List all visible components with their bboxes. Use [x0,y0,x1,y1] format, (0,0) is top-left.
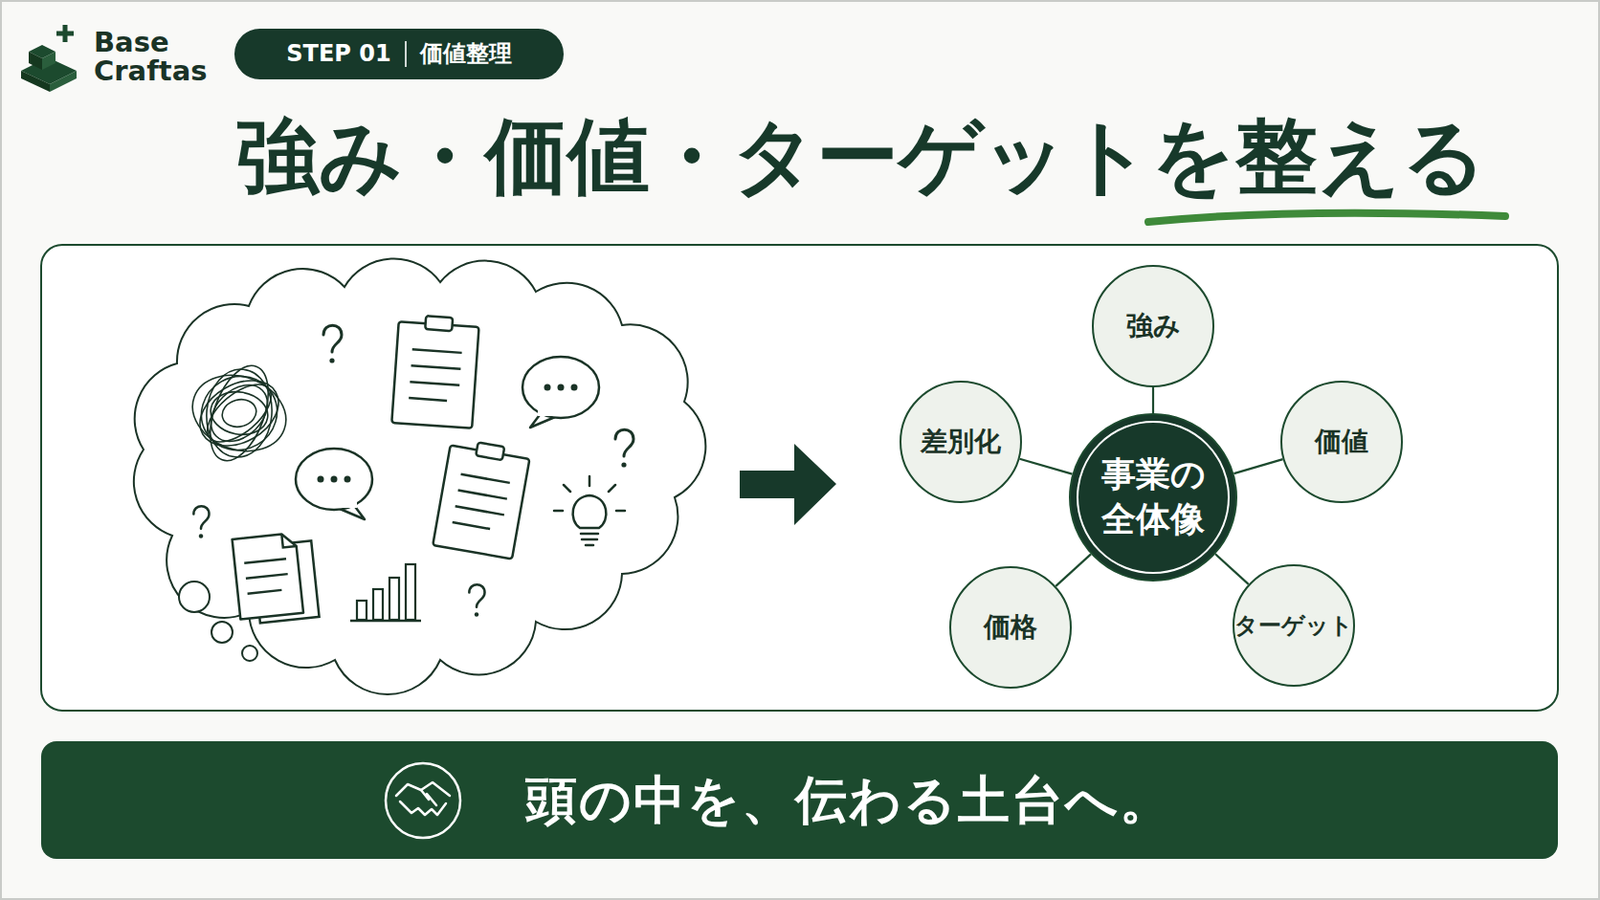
node-label: 価値 [1314,427,1369,458]
lightbulb-icon [554,476,625,546]
circle-shape [900,381,1022,503]
content-panel [41,244,1558,712]
node-label: 差別化 [920,427,1001,458]
scribble-loop [200,374,279,453]
scribble-loop [207,387,272,440]
scribble-loop [187,362,290,465]
step-label: 価値整理 [404,41,512,67]
speech-bubble [522,356,600,428]
circle-shape [1233,565,1355,687]
bulb-glass [573,495,607,529]
question-mark [323,325,342,363]
connector-line [1055,554,1091,587]
logo-text: Base [93,28,170,57]
logo-icon [21,24,77,92]
thought-bubble [242,645,258,662]
question-mark [468,584,485,617]
chart-bar [405,564,416,621]
chart-axis [350,620,422,623]
hub-shape [1069,414,1237,581]
slide-title: 強み・価値・ターゲットを整える [236,114,1487,198]
node-label: 価格 [983,613,1038,644]
chart-bar [389,577,400,621]
tangled-scribble [181,357,297,469]
logo-block-side [21,70,50,92]
circle-shape [1281,381,1402,503]
aspect-circle: 価格 [949,566,1072,689]
node-label: ターゲット [1234,613,1354,639]
step-pill: STEP 01 価値整理 [234,28,564,80]
document-icon [232,531,320,625]
question-mark [615,429,634,467]
logo-cube-side [42,51,56,70]
thought-cloud [133,259,707,695]
aspect-circle: 価値 [1280,380,1403,504]
speech-bubble [295,448,373,520]
hub-circle: 事業の 全体像 [1068,413,1238,582]
node-label: 事業の 全体像 [1090,452,1216,543]
aspect-circle: ターゲット [1232,564,1356,688]
scribble-loop [199,357,280,469]
circle-shape [950,567,1071,689]
bulb-base [580,533,599,546]
chart-bar [373,589,383,621]
document-lines [244,558,289,594]
scribble-loop [198,374,282,453]
logo-block-side [49,70,77,92]
question-mark [193,506,209,538]
logo-cube-side [28,51,43,70]
aspect-circle: 強み [1091,265,1215,388]
connector-line [1019,459,1072,475]
logo-plus [56,24,74,43]
logo-text: Craftas [93,57,207,86]
scribble-loop [181,362,297,465]
thought-bubble [211,622,233,644]
document-fold [281,533,296,548]
connector-line [1152,387,1155,414]
document-page [232,533,304,620]
transform-arrow [739,444,837,526]
scribble-loop [188,367,290,460]
node-label: 強み [1126,311,1181,342]
cloud-outline [133,259,707,695]
step-label: STEP 01 [286,41,391,67]
chart-bar [356,600,367,621]
circle-outline [1068,413,1238,582]
aspect-circle: 差別化 [899,380,1023,504]
thought-bubble [178,581,210,613]
hub-ring [1077,422,1229,574]
clipboard-icon [432,438,532,560]
band-message: 頭の中を、伝わる土台へ。 [525,772,1174,829]
message-band: 頭の中を、伝わる土台へ。 [41,741,1558,860]
clipboard-icon [391,313,480,429]
connector-line [1233,459,1283,474]
title-underline [1148,213,1506,223]
circle-shape [1092,266,1214,387]
bulb-rays [554,476,625,512]
bar-chart-icon [350,564,422,622]
connector-line [1215,554,1249,585]
